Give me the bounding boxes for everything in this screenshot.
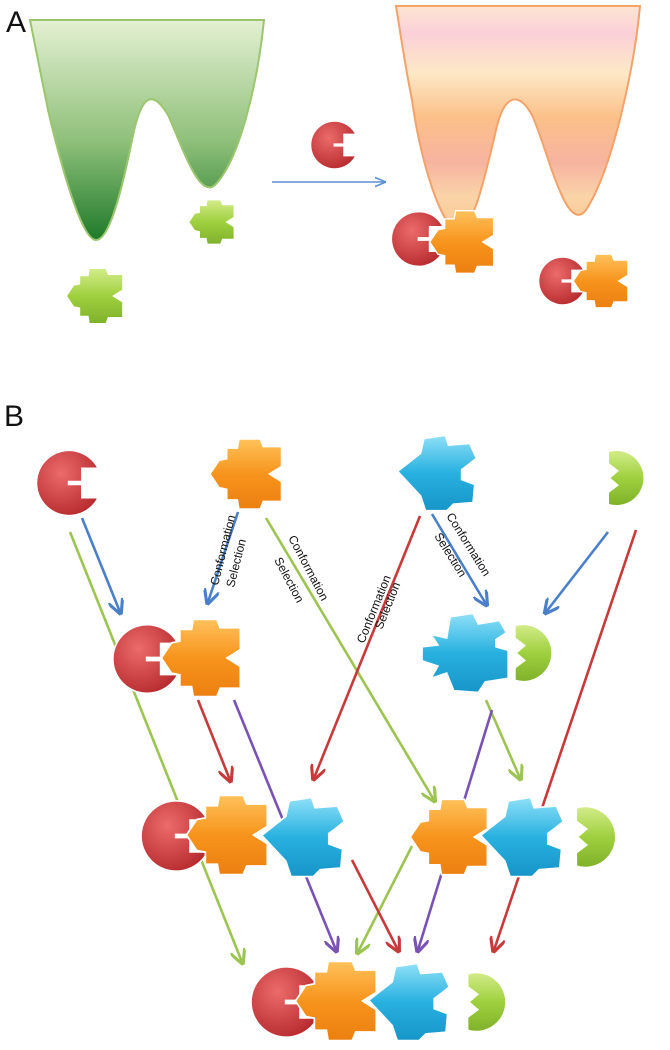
annotation-conformation-selection: Conformation Selection (354, 573, 403, 645)
orange-protein-icon (160, 618, 242, 698)
blue-protein-icon (479, 796, 565, 878)
arrow-blue (208, 511, 240, 602)
arrow-red (314, 515, 422, 778)
blue-protein-icon (420, 612, 510, 694)
panel-a-label: A (6, 6, 27, 39)
panel-b: Conformation Selection Conformation Sele… (35, 434, 645, 1042)
arrow-blue (430, 513, 486, 604)
green-half-moon-icon (607, 449, 645, 507)
annotation-conformation-selection: Conformation Selection (431, 510, 493, 579)
arrow-red (196, 699, 230, 780)
arrow-green (264, 517, 434, 800)
green-protein-icon (65, 267, 124, 325)
panel-a (28, 5, 642, 325)
green-protein-icon (188, 199, 235, 245)
panel-b-label: B (4, 400, 25, 433)
orange-protein-icon (208, 437, 283, 511)
orange-protein-icon (409, 798, 489, 876)
red-pacman-icon (310, 120, 357, 170)
annotation-conformation-selection: Conformation Selection (207, 513, 249, 588)
blue-protein-icon (396, 434, 478, 512)
energy-landscape-bound (394, 5, 642, 232)
green-half-moon-icon (514, 623, 553, 683)
arrow-red (350, 859, 398, 950)
arrow-blue (546, 531, 610, 612)
blue-protein-icon (367, 962, 451, 1042)
red-pacman-icon (35, 449, 99, 517)
arrow-green (68, 531, 242, 962)
arrow-blue (80, 517, 120, 612)
green-half-moon-icon (575, 805, 617, 869)
green-half-moon-icon (466, 971, 507, 1033)
arrow-red (494, 529, 638, 950)
arrow-green (358, 845, 414, 952)
orange-protein-icon (572, 253, 629, 309)
blue-protein-icon (260, 796, 346, 878)
energy-landscape-unbound (28, 19, 266, 242)
pathway-arrows (68, 511, 638, 962)
